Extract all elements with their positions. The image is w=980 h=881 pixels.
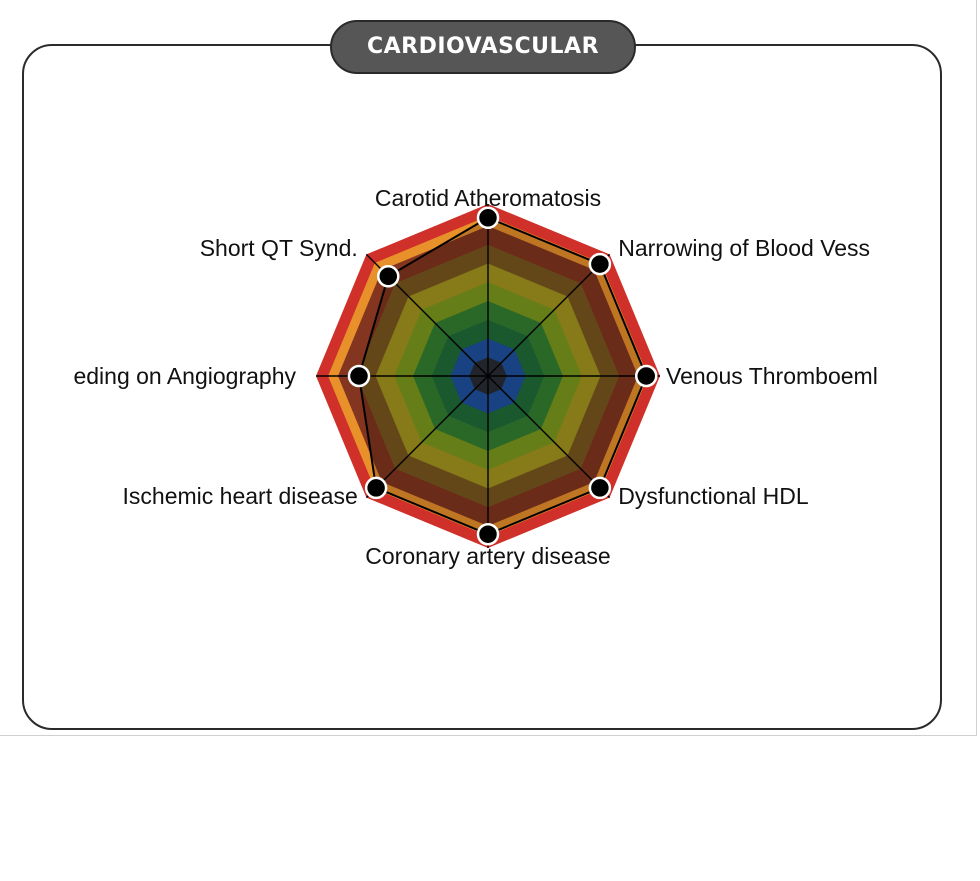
radar-spoke-2 — [487, 253, 611, 377]
radar-point-5 — [476, 522, 500, 546]
radar-point-6 — [364, 476, 388, 500]
radar-markers — [347, 206, 658, 546]
axis-label-7: eding on Angiography — [73, 363, 296, 389]
radar-point-8 — [377, 265, 400, 288]
axis-label-5: Coronary artery disease — [365, 543, 610, 569]
axis-label-2: Narrowing of Blood Vess — [618, 235, 870, 261]
axis-label-1: Carotid Atheromatosis — [375, 185, 601, 211]
radar-point-3 — [634, 364, 658, 388]
axis-label-3: Venous Thromboeml — [666, 363, 878, 389]
axis-label-8: Short QT Synd. — [200, 235, 358, 261]
radar-point-4 — [588, 476, 612, 500]
radar-spoke-6 — [365, 375, 489, 499]
image-frame — [0, 0, 977, 736]
radar-point-2 — [588, 252, 612, 276]
radar-point-7 — [347, 364, 371, 388]
axis-label-4: Dysfunctional HDL — [618, 483, 809, 509]
panel-title: CARDIOVASCULAR — [330, 20, 636, 74]
radar-point-1 — [476, 206, 500, 230]
axis-label-6: Ischemic heart disease — [123, 483, 358, 509]
radar-spoke-4 — [487, 375, 611, 499]
